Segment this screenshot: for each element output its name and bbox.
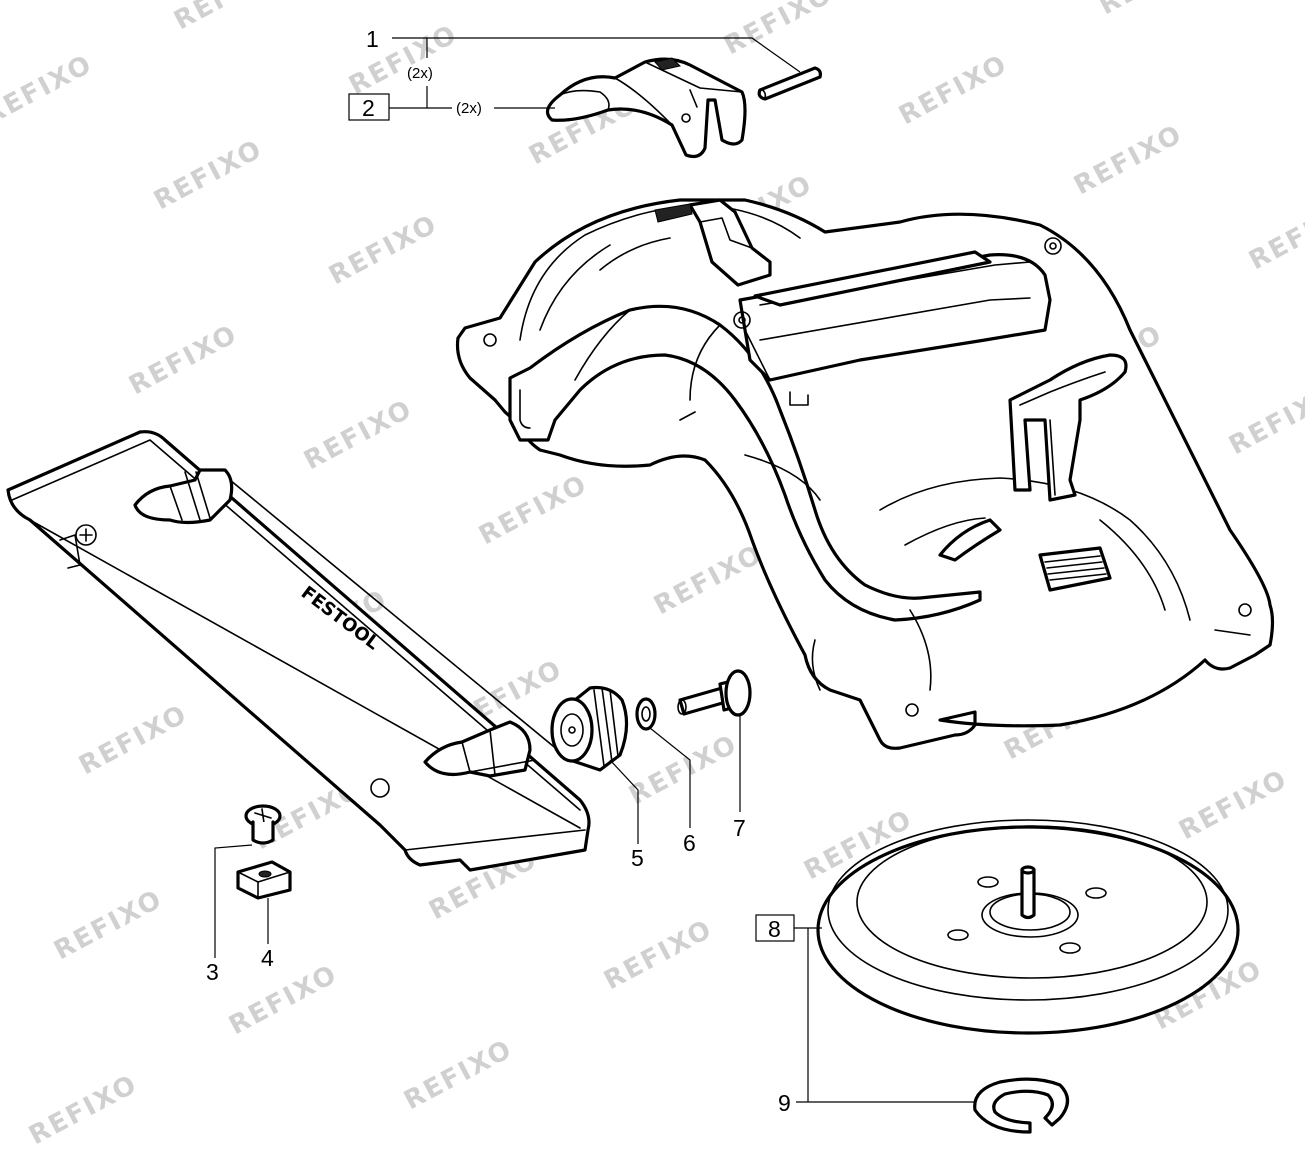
watermark: REFIXO xyxy=(399,1034,518,1116)
watermark: REFIXO xyxy=(1069,119,1188,201)
part-knurled-knob xyxy=(550,685,629,772)
watermark: REFIXO xyxy=(299,394,418,476)
watermark: REFIXO xyxy=(474,469,593,551)
watermark: REFIXO xyxy=(649,539,768,621)
callout-3: 3 xyxy=(206,959,219,985)
callout-4: 4 xyxy=(261,945,274,971)
watermark: REFIXO xyxy=(719,0,838,61)
callout-layer: 1 (2x) 2 (2x) 3 4 5 6 7 8 9 xyxy=(206,26,975,1116)
part-round-plate xyxy=(816,819,1240,1035)
callout-8: 8 xyxy=(768,916,781,942)
part-screw xyxy=(244,804,282,845)
watermark: REFIXO xyxy=(1094,0,1213,21)
watermark: REFIXO xyxy=(1224,379,1305,461)
watermark: REFIXO xyxy=(224,959,343,1041)
part-retaining-ring xyxy=(973,1077,1070,1134)
watermark: REFIXO xyxy=(0,49,98,131)
callout-2: 2 xyxy=(362,95,375,121)
watermark: REFIXO xyxy=(49,884,168,966)
callout-6: 6 xyxy=(683,830,696,856)
watermark: REFIXO xyxy=(74,699,193,781)
callout-1: 1 xyxy=(366,26,379,52)
grip-lines xyxy=(1044,555,1107,581)
watermark: REFIXO xyxy=(1244,194,1305,276)
callout-7: 7 xyxy=(733,815,746,841)
part-washer xyxy=(635,697,657,731)
watermark: REFIXO xyxy=(894,49,1013,131)
watermark: REFIXO xyxy=(599,914,718,996)
watermark: REFIXO xyxy=(169,0,288,36)
knurl-lines xyxy=(593,687,619,767)
callout-9: 9 xyxy=(778,1090,791,1116)
part-square-nut xyxy=(236,860,292,900)
part-guide-rail: FESTOOL xyxy=(6,430,591,872)
part-carriage-bolt xyxy=(677,669,752,717)
watermark: REFIXO xyxy=(344,19,463,101)
part-pin xyxy=(757,66,823,101)
part-main-housing xyxy=(455,198,1275,750)
watermark: REFIXO xyxy=(624,729,743,811)
callout-box-8 xyxy=(755,914,795,942)
quantity-label: (2x) xyxy=(407,65,433,82)
watermark: REFIXO xyxy=(149,134,268,216)
watermark: REFIXO xyxy=(324,209,443,291)
callout-5: 5 xyxy=(631,845,644,871)
quantity-label: (2x) xyxy=(456,100,482,117)
watermark: REFIXO xyxy=(1174,764,1293,846)
watermark: REFIXO xyxy=(24,1069,143,1151)
callout-box-2 xyxy=(348,93,390,121)
watermark: REFIXO xyxy=(124,319,243,401)
part-clamp-lever xyxy=(545,57,747,159)
